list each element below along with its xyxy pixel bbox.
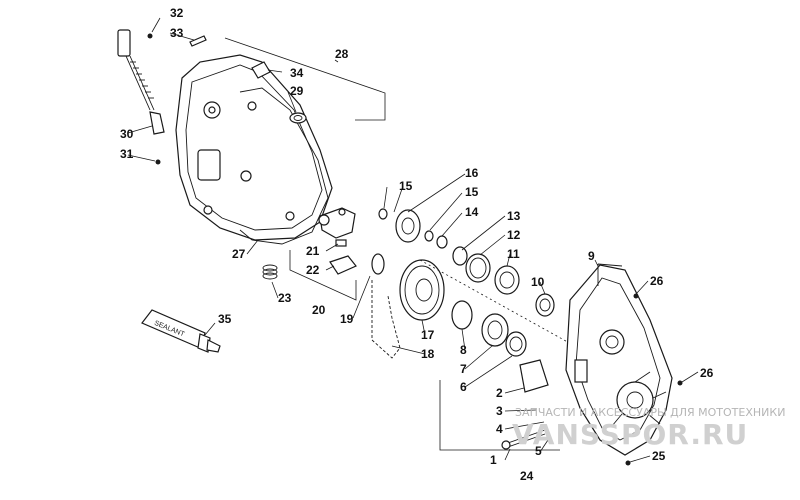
callout-21: 21 <box>306 244 320 258</box>
callout-14: 14 <box>465 205 479 219</box>
callout-30: 30 <box>120 127 134 141</box>
callout-26b: 26 <box>700 366 714 380</box>
callout-15a: 15 <box>399 179 413 193</box>
shaft-components <box>371 208 601 361</box>
callout-9: 9 <box>588 249 595 263</box>
callout-26a: 26 <box>650 274 664 288</box>
callout-35: 35 <box>218 312 232 326</box>
callout-10: 10 <box>531 275 545 289</box>
callout-22: 22 <box>306 263 320 277</box>
chaincase-cover-assembly <box>117 29 386 245</box>
callout-5: 5 <box>535 444 542 458</box>
callout-8: 8 <box>460 343 467 357</box>
callout-11: 11 <box>507 247 520 261</box>
callout-19: 19 <box>340 312 354 326</box>
callout-29: 29 <box>290 84 304 98</box>
callout-4: 4 <box>496 422 503 436</box>
callout-23: 23 <box>278 291 292 305</box>
callout-12: 12 <box>507 228 521 242</box>
watermark: ЗАПЧАСТИ И АКСЕССУАРЫ ДЛЯ МОТОТЕХНИКИ VA… <box>512 406 785 451</box>
callout-labels: 32 33 28 34 29 30 31 27 21 22 23 20 19 1… <box>120 6 714 483</box>
callout-16: 16 <box>465 166 479 180</box>
callout-15b: 15 <box>465 185 479 199</box>
callout-33: 33 <box>170 26 184 40</box>
callout-24: 24 <box>520 469 534 483</box>
callout-34: 34 <box>290 66 304 80</box>
chaincase-housing <box>439 263 683 466</box>
tensioner-assembly <box>262 207 357 301</box>
callout-17: 17 <box>421 328 435 342</box>
callout-31: 31 <box>120 147 134 161</box>
callout-18: 18 <box>421 347 435 361</box>
callout-13: 13 <box>507 209 521 223</box>
watermark-line2: VANSSPOR.RU <box>512 418 748 451</box>
callout-25: 25 <box>652 449 666 463</box>
callout-7: 7 <box>460 362 467 376</box>
callout-28: 28 <box>335 47 349 61</box>
watermark-line1: ЗАПЧАСТИ И АКСЕССУАРЫ ДЛЯ МОТОТЕХНИКИ <box>515 406 785 419</box>
callout-6: 6 <box>460 380 467 394</box>
callout-3: 3 <box>496 404 503 418</box>
callout-27: 27 <box>232 247 246 261</box>
callout-20: 20 <box>312 303 326 317</box>
leader-lines <box>127 17 699 463</box>
callout-32: 32 <box>170 6 184 20</box>
callout-2: 2 <box>496 386 503 400</box>
callout-1: 1 <box>490 453 497 467</box>
